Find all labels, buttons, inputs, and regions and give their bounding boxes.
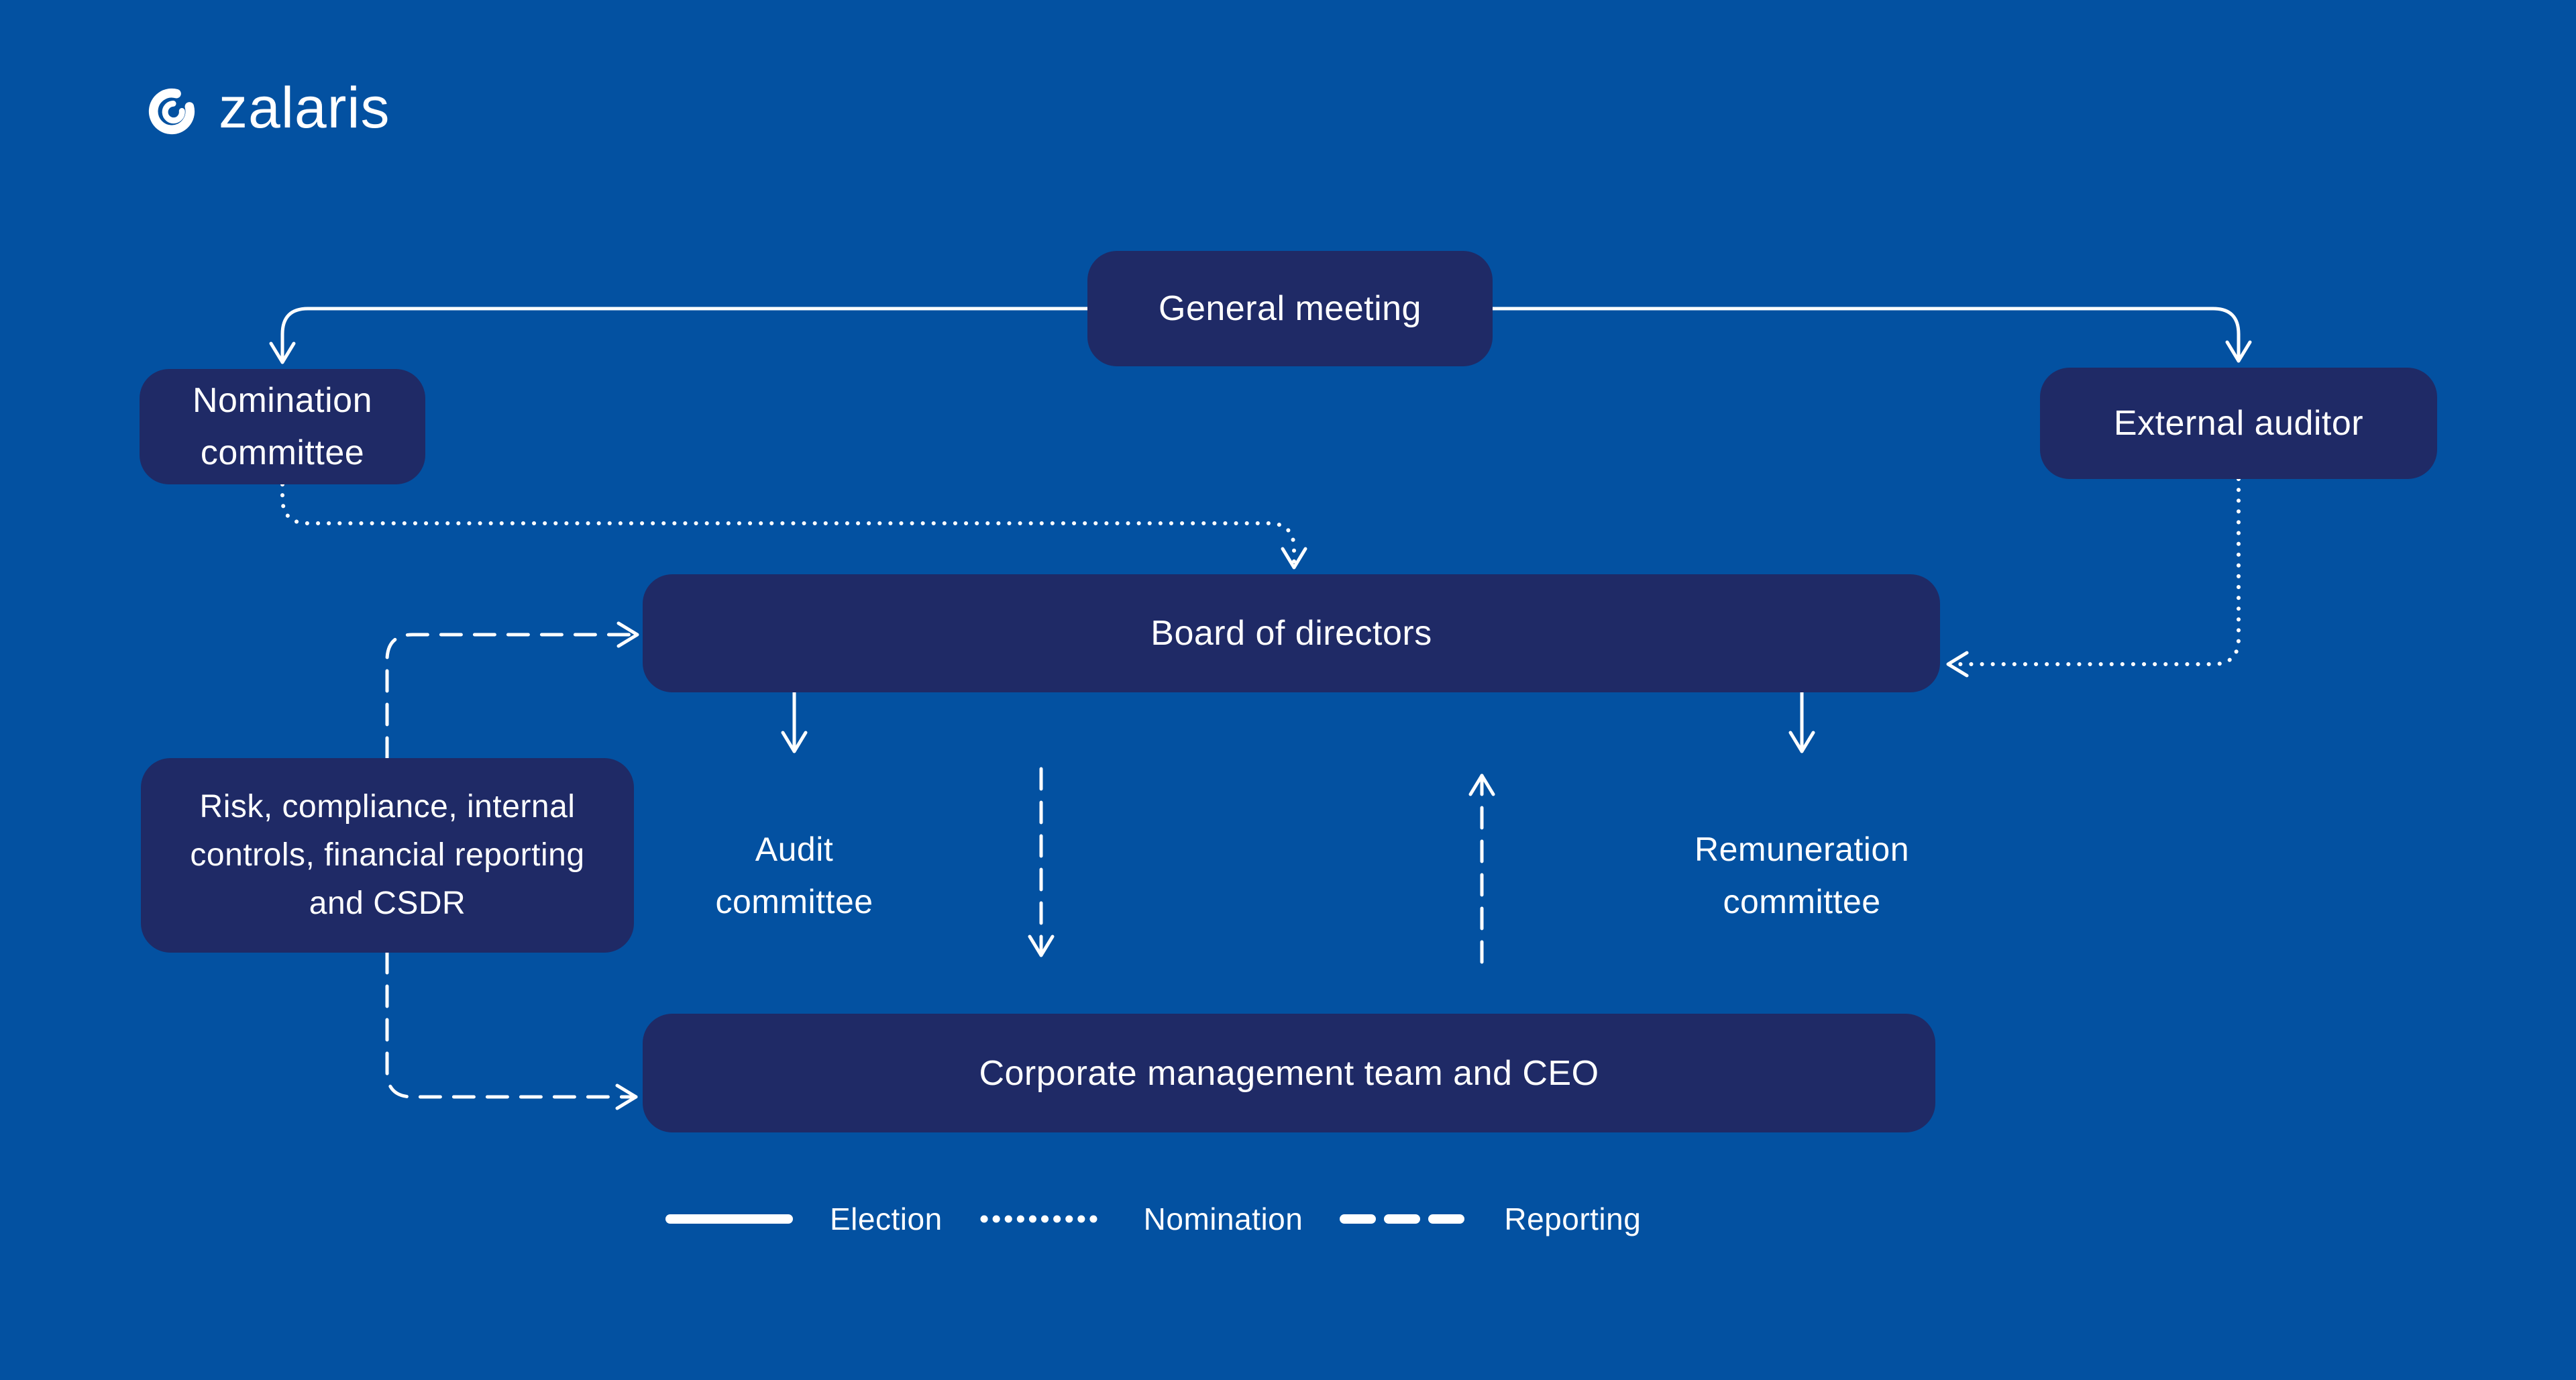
election-line-general-to-external-auditor [1491, 307, 2252, 363]
node-external-auditor-label: External auditor [2113, 404, 2364, 443]
node-corporate-management-label: Corporate management team and CEO [979, 1053, 1599, 1093]
node-corporate-management: Corporate management team and CEO [643, 1014, 1935, 1132]
brand-logo: zalaris [144, 79, 390, 144]
legend: Election Nomination Reporting [663, 1199, 1641, 1239]
node-risk-compliance-line3: and CSDR [309, 886, 466, 921]
reporting-line-risk-to-board [385, 621, 639, 760]
label-remuneration-committee: Remuneration committee [1634, 824, 1970, 928]
zalaris-swirl-icon [148, 88, 195, 135]
nomination-line-external-auditor-to-board [1946, 477, 2241, 678]
nomination-line-nomination-committee-to-board [280, 482, 1307, 570]
node-external-auditor: External auditor [2040, 368, 2437, 479]
legend-election-label: Election [830, 1202, 943, 1236]
legend-reporting-label: Reporting [1504, 1202, 1642, 1236]
label-audit-committee-line2: committee [715, 882, 873, 920]
node-general-meeting-label: General meeting [1159, 289, 1421, 328]
node-risk-compliance: Risk, compliance, internal controls, fin… [141, 758, 634, 953]
node-nomination-committee-line1: Nomination [192, 381, 373, 420]
label-remuneration-committee-line2: committee [1723, 882, 1881, 920]
legend-reporting-line-swatch [1340, 1214, 1468, 1224]
legend-nomination-label: Nomination [1143, 1202, 1303, 1236]
node-nomination-committee-line2: committee [200, 433, 365, 472]
label-audit-committee-line1: Audit [755, 831, 834, 868]
label-audit-committee: Audit committee [627, 824, 962, 928]
reporting-line-risk-to-corporate-management [385, 951, 638, 1110]
election-line-general-to-nomination [269, 307, 1089, 364]
legend-election-line-swatch [665, 1214, 793, 1224]
node-nomination-committee: Nomination committee [140, 369, 425, 484]
node-risk-compliance-line1: Risk, compliance, internal [199, 789, 576, 825]
node-board-of-directors-label: Board of directors [1150, 614, 1432, 653]
node-board-of-directors: Board of directors [643, 574, 1940, 692]
brand-name: zalaris [219, 76, 390, 140]
node-general-meeting: General meeting [1087, 251, 1493, 366]
legend-nomination-line-swatch [980, 1215, 1106, 1223]
node-risk-compliance-line2: controls, financial reporting [190, 837, 585, 873]
label-remuneration-committee-line1: Remuneration [1694, 831, 1910, 868]
